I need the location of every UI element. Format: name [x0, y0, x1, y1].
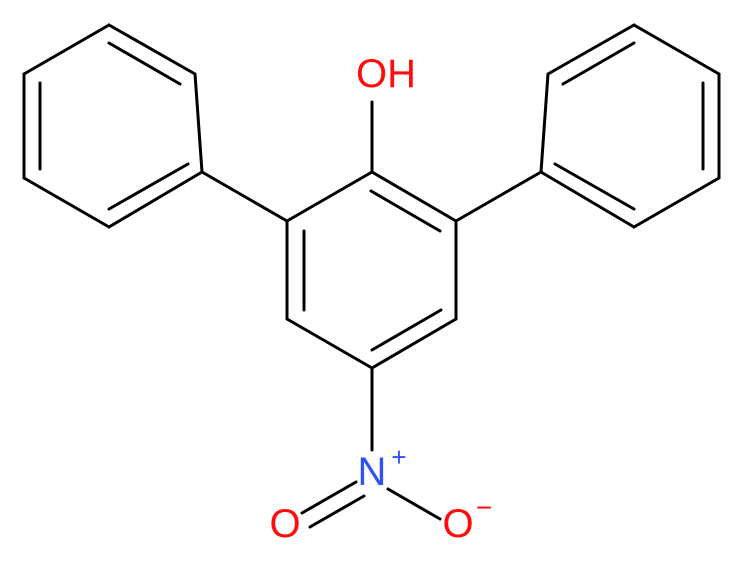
right-phenyl-ring	[539, 23, 721, 229]
bond	[546, 23, 636, 76]
bond	[539, 170, 636, 229]
nitro-nitrogen-label: N	[358, 450, 387, 494]
bond-inner	[561, 41, 636, 86]
bond-n-o-double-b	[308, 494, 366, 529]
bond	[22, 23, 111, 76]
bond	[107, 170, 204, 229]
bond-c6-c1	[285, 170, 374, 223]
bond-n-o-single	[386, 487, 442, 521]
bond-c1-c2	[370, 170, 458, 223]
bond	[632, 23, 721, 76]
bond-inner	[107, 41, 182, 86]
nitro-nitrogen-charge: +	[391, 442, 406, 472]
nitro-oxygen-single-label: O	[442, 502, 473, 546]
left-phenyl-ring	[22, 23, 204, 229]
bond-c4-c5	[285, 317, 374, 370]
bond-c6-left-phenyl	[200, 170, 289, 223]
bond	[193, 72, 204, 174]
central-ring	[285, 170, 458, 370]
bond-c2-right-phenyl	[454, 170, 543, 223]
bond-inner	[107, 162, 190, 211]
bond	[539, 72, 550, 174]
nitro-oxygen-double-label: O	[269, 502, 300, 546]
bond	[22, 176, 111, 229]
bond-c3-c4-inner	[370, 308, 443, 352]
bond-inner	[553, 162, 636, 211]
nitro-oxygen-charge: −	[476, 492, 492, 523]
bond-c1-c2-inner	[369, 189, 442, 233]
hydroxyl-label: OH	[356, 52, 416, 96]
bond	[107, 23, 197, 76]
bond	[632, 176, 721, 229]
bond-c3-c4	[370, 317, 458, 370]
bond-n-o-double-a	[300, 480, 358, 515]
